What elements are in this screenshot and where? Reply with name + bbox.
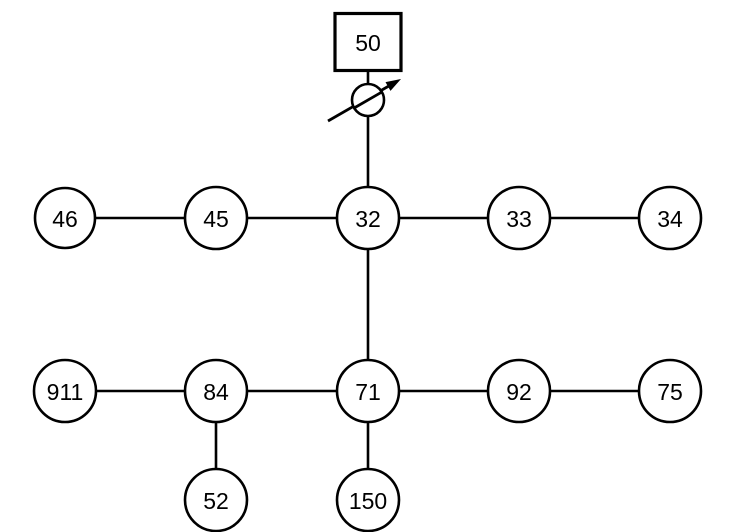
node-shape-circle	[183, 467, 249, 532]
node-33[interactable]: 33	[486, 185, 552, 251]
node-150[interactable]: 150	[335, 467, 401, 532]
node-label-34: 34	[657, 206, 683, 232]
node-shape-circle	[637, 358, 703, 424]
nodes-layer: 50 46 45 32 33 34 911 84 71 92 75 52 150	[32, 11, 703, 532]
node-52[interactable]: 52	[183, 467, 249, 532]
node-shape-circle	[486, 185, 552, 251]
node-92[interactable]: 92	[486, 358, 552, 424]
node-label-52: 52	[203, 488, 229, 514]
node-shape-circle	[335, 185, 401, 251]
variable-adjustable-symbol	[327, 79, 401, 123]
node-shape-rect	[333, 11, 403, 73]
variable-arrow-head	[385, 79, 401, 91]
node-shape-circle	[486, 358, 552, 424]
node-label-84: 84	[203, 379, 229, 405]
node-46[interactable]: 46	[33, 186, 97, 250]
symbols-layer	[327, 79, 401, 123]
node-shape-circle	[183, 185, 249, 251]
node-shape-circle	[32, 358, 98, 424]
node-75[interactable]: 75	[637, 358, 703, 424]
node-84[interactable]: 84	[183, 358, 249, 424]
node-71[interactable]: 71	[335, 358, 401, 424]
node-911[interactable]: 911	[32, 358, 98, 424]
node-label-46: 46	[52, 206, 78, 232]
node-label-71: 71	[355, 379, 381, 405]
node-label-75: 75	[657, 379, 683, 405]
node-shape-circle	[335, 358, 401, 424]
node-label-50: 50	[355, 30, 381, 56]
node-shape-circle	[335, 467, 401, 532]
variable-arrow-through-circle	[352, 90, 384, 110]
node-34[interactable]: 34	[637, 185, 703, 251]
node-32[interactable]: 32	[335, 185, 401, 251]
node-label-32: 32	[355, 206, 381, 232]
node-shape-circle	[33, 186, 97, 250]
node-label-33: 33	[506, 206, 532, 232]
node-label-92: 92	[506, 379, 532, 405]
node-shape-circle	[637, 185, 703, 251]
node-label-45: 45	[203, 206, 229, 232]
node-shape-circle	[183, 358, 249, 424]
node-50[interactable]: 50	[333, 11, 403, 73]
node-label-150: 150	[349, 488, 387, 514]
node-label-911: 911	[47, 379, 84, 405]
node-45[interactable]: 45	[183, 185, 249, 251]
